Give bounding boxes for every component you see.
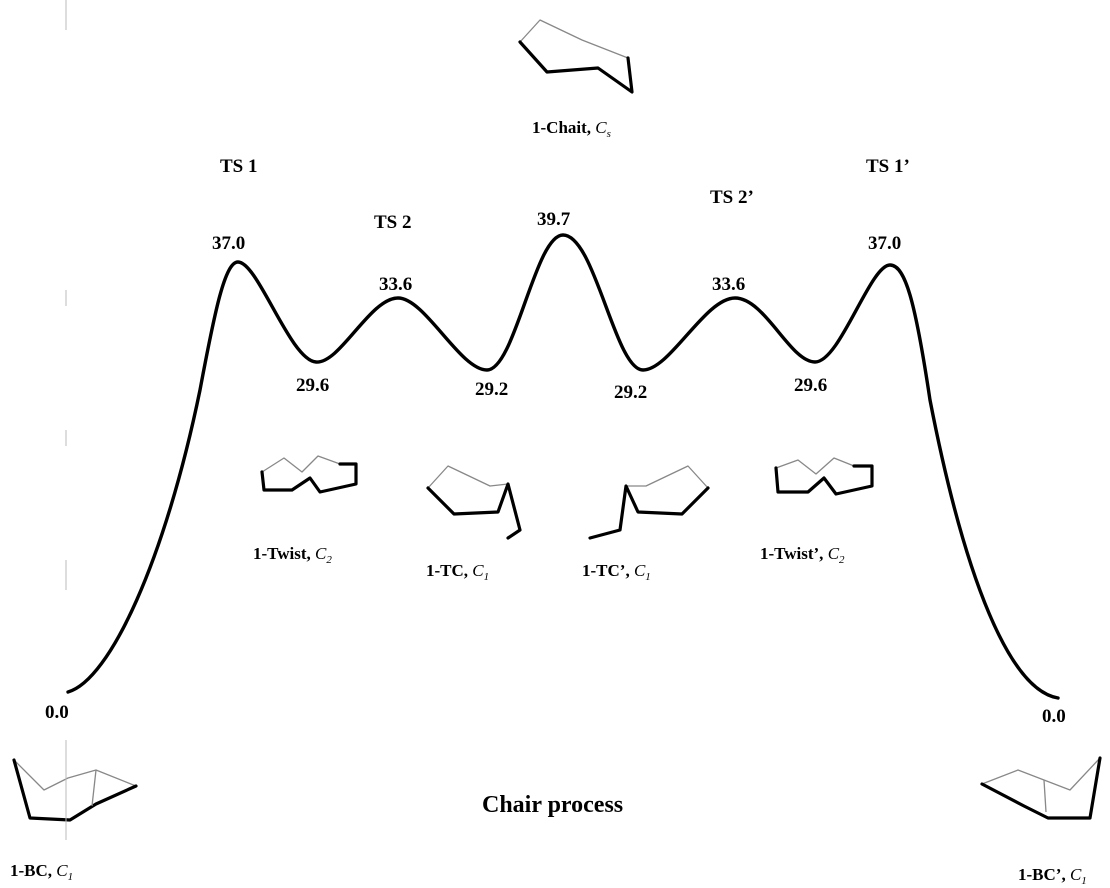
structure-bc-prime xyxy=(980,756,1102,820)
energy-ts2-prime: 33.6 xyxy=(712,274,745,295)
label-tc-prime: 1-TC’, C1 xyxy=(582,561,651,583)
label-chait: 1-Chait, Cs xyxy=(532,118,611,140)
structure-chait xyxy=(518,19,634,94)
conformer-labels: 1-Chait, Cs 1-Twist, C2 1-TC, C1 1-TC’, … xyxy=(10,118,1087,887)
diagram-caption: Chair process xyxy=(482,792,623,818)
structure-tc xyxy=(426,465,522,540)
ts1-label: TS 1 xyxy=(220,156,258,177)
structure-tc-prime xyxy=(588,465,710,540)
energy-ts1: 37.0 xyxy=(212,233,245,254)
label-twist: 1-Twist, C2 xyxy=(253,544,332,566)
energy-bc: 0.0 xyxy=(45,702,69,723)
energy-labels: 0.0 37.0 29.6 33.6 29.2 39.7 29.2 33.6 2… xyxy=(45,209,1066,727)
label-twist-prime: 1-Twist’, C2 xyxy=(760,544,845,566)
energy-chait: 39.7 xyxy=(537,209,571,230)
structure-twist xyxy=(260,455,358,494)
ts2-prime-label: TS 2’ xyxy=(710,187,754,208)
structure-twist-prime xyxy=(774,457,874,496)
label-bc-prime: 1-BC’, C1 xyxy=(1018,865,1087,887)
energy-bc-prime: 0.0 xyxy=(1042,706,1066,727)
energy-tc-prime: 29.2 xyxy=(614,382,647,403)
energy-twist: 29.6 xyxy=(296,375,329,396)
label-tc: 1-TC, C1 xyxy=(426,561,489,583)
ts1-prime-label: TS 1’ xyxy=(866,156,910,177)
energy-ts1-prime: 37.0 xyxy=(868,233,901,254)
label-bc: 1-BC, C1 xyxy=(10,861,73,883)
energy-curve xyxy=(66,233,1060,700)
energy-ts2: 33.6 xyxy=(379,274,412,295)
energy-tc: 29.2 xyxy=(475,379,508,400)
ts2-label: TS 2 xyxy=(374,212,412,233)
energy-twist-prime: 29.6 xyxy=(794,375,827,396)
ts-labels: TS 1 TS 2 TS 2’ TS 1’ xyxy=(220,156,910,233)
structure-bc xyxy=(12,740,138,840)
